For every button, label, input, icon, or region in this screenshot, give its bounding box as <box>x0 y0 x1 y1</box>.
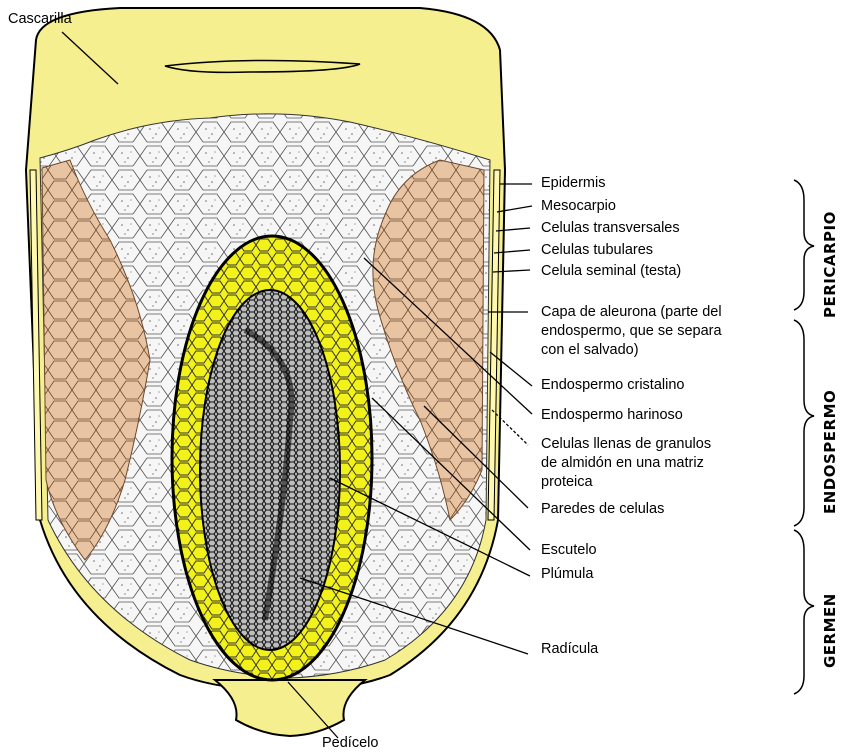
label-celulas-llenas-3: proteica <box>541 473 593 492</box>
label-endospermo-cristalino: Endospermo cristalino <box>541 376 684 395</box>
label-capa-aleurona-2: endospermo, que se separa <box>541 322 722 341</box>
label-paredes-celulas: Paredes de celulas <box>541 500 664 519</box>
label-cascarilla: Cascarilla <box>8 10 72 29</box>
label-celulas-llenas-1: Celulas llenas de granulos <box>541 435 711 454</box>
label-capa-aleurona-3: con el salvado) <box>541 341 639 360</box>
label-celulas-llenas-2: de almidón en una matriz <box>541 454 704 473</box>
section-pericarpio: PERICARPIO <box>821 211 839 318</box>
label-celulas-transversales: Celulas transversales <box>541 219 680 238</box>
label-mesocarpio: Mesocarpio <box>541 197 616 216</box>
pedicel <box>215 680 365 736</box>
brace-endospermo <box>794 320 814 526</box>
label-endospermo-harinoso: Endospermo harinoso <box>541 406 683 425</box>
label-celulas-tubulares: Celulas tubulares <box>541 241 653 260</box>
label-pedicelo: Pedícelo <box>322 734 378 753</box>
label-celula-seminal: Celula seminal (testa) <box>541 262 681 281</box>
label-radicula: Radícula <box>541 640 598 659</box>
section-endospermo: ENDOSPERMO <box>821 390 839 514</box>
label-plumula: Plúmula <box>541 565 593 584</box>
brace-germen <box>794 530 814 694</box>
label-escutelo: Escutelo <box>541 541 597 560</box>
label-epidermis: Epidermis <box>541 174 605 193</box>
braces <box>794 180 814 694</box>
section-germen: GERMEN <box>821 593 839 668</box>
label-capa-aleurona-1: Capa de aleurona (parte del <box>541 303 722 322</box>
brace-pericarpio <box>794 180 814 310</box>
